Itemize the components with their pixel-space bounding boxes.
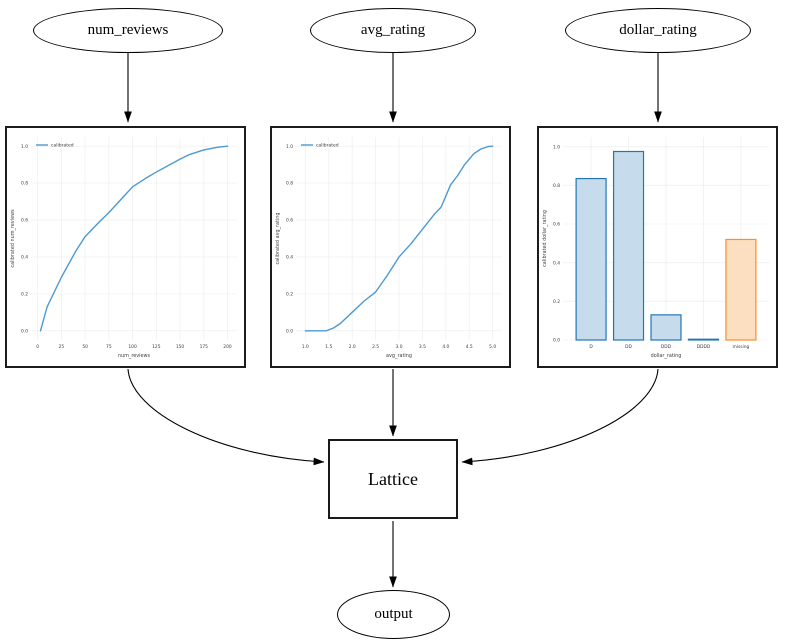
svg-text:2.5: 2.5 bbox=[372, 344, 379, 350]
svg-text:DDDD: DDDD bbox=[697, 344, 711, 350]
svg-text:dollar_rating: dollar_rating bbox=[651, 353, 682, 359]
svg-text:0.6: 0.6 bbox=[553, 222, 560, 228]
svg-text:0.2: 0.2 bbox=[286, 291, 293, 297]
node-lattice-label: Lattice bbox=[368, 468, 418, 489]
svg-text:num_reviews: num_reviews bbox=[118, 353, 151, 359]
svg-text:0.2: 0.2 bbox=[553, 299, 560, 305]
plot-axes: 1.0 1.5 2.0 2.5 3.0 3.5 4.0 4.5 5.0 0.0 0.2 0.4 0.6 0… bbox=[275, 144, 496, 359]
bar-D bbox=[575, 177, 607, 341]
svg-text:1.0: 1.0 bbox=[553, 144, 560, 150]
svg-text:1.0: 1.0 bbox=[21, 144, 28, 150]
svg-text:0: 0 bbox=[36, 344, 39, 350]
plot-grid bbox=[296, 137, 502, 340]
node-lattice: Lattice bbox=[328, 439, 458, 519]
svg-text:0.8: 0.8 bbox=[21, 181, 28, 187]
svg-text:calibrated dollar_rating: calibrated dollar_rating bbox=[542, 210, 548, 267]
calibration-chart-num-reviews: 0 25 50 75 100 125 150 175 200 0.0 0.2 0.4 0.6 0.8 1.0… bbox=[5, 126, 246, 368]
plot-series bbox=[39, 145, 229, 332]
svg-text:0.0: 0.0 bbox=[286, 328, 293, 334]
node-num-reviews-label: num_reviews bbox=[87, 22, 169, 38]
plot-series bbox=[575, 150, 757, 341]
svg-text:3.0: 3.0 bbox=[396, 344, 403, 350]
svg-text:0.0: 0.0 bbox=[553, 338, 560, 344]
bar-DDDD bbox=[687, 338, 720, 341]
svg-text:0.4: 0.4 bbox=[553, 260, 560, 266]
svg-text:0.0: 0.0 bbox=[21, 328, 28, 334]
node-avg-rating: avg_rating bbox=[310, 8, 476, 53]
svg-text:4.5: 4.5 bbox=[466, 344, 473, 350]
svg-text:4.0: 4.0 bbox=[442, 344, 449, 350]
svg-text:0.6: 0.6 bbox=[21, 218, 28, 224]
edge-dollar_rating_calibrator-to-lattice bbox=[461, 368, 659, 466]
plot-legend: calibrated bbox=[301, 143, 339, 149]
svg-text:missing: missing bbox=[732, 344, 749, 350]
svg-text:25: 25 bbox=[59, 344, 65, 350]
svg-text:100: 100 bbox=[128, 344, 137, 350]
node-output-label: output bbox=[374, 606, 413, 622]
svg-text:D: D bbox=[589, 344, 593, 350]
svg-text:calibrated: calibrated bbox=[316, 143, 339, 149]
node-output: output bbox=[337, 590, 450, 639]
svg-text:calibrated num_reviews: calibrated num_reviews bbox=[10, 209, 16, 268]
svg-text:0.8: 0.8 bbox=[553, 183, 560, 189]
svg-text:0.8: 0.8 bbox=[286, 181, 293, 187]
node-dollar-rating-label: dollar_rating bbox=[619, 22, 697, 38]
svg-text:DD: DD bbox=[625, 344, 632, 350]
bar-DD bbox=[612, 150, 645, 341]
calibration-chart-avg-rating: 1.0 1.5 2.0 2.5 3.0 3.5 4.0 4.5 5.0 0.0 0.2 0.4 0.6 0… bbox=[270, 126, 511, 368]
svg-text:75: 75 bbox=[106, 344, 112, 350]
svg-text:calibrated: calibrated bbox=[51, 143, 74, 149]
svg-text:0.4: 0.4 bbox=[286, 255, 293, 261]
svg-text:125: 125 bbox=[152, 344, 161, 350]
svg-text:150: 150 bbox=[176, 344, 185, 350]
svg-text:3.5: 3.5 bbox=[419, 344, 426, 350]
bar-DDD bbox=[650, 314, 682, 341]
plot-legend: calibrated bbox=[36, 143, 74, 149]
svg-text:1.0: 1.0 bbox=[286, 144, 293, 150]
bar-missing bbox=[725, 238, 757, 341]
svg-text:200: 200 bbox=[223, 344, 232, 350]
node-num-reviews: num_reviews bbox=[33, 8, 223, 53]
svg-text:2.0: 2.0 bbox=[349, 344, 356, 350]
calibration-curve bbox=[304, 145, 494, 332]
avg-rating-calibration-plot: 1.0 1.5 2.0 2.5 3.0 3.5 4.0 4.5 5.0 0.0 0.2 0.4 0.6 0… bbox=[275, 137, 502, 359]
edge-num_reviews_calibrator-to-lattice bbox=[127, 368, 325, 466]
svg-text:5.0: 5.0 bbox=[489, 344, 496, 350]
svg-text:0.2: 0.2 bbox=[21, 291, 28, 297]
node-avg-rating-label: avg_rating bbox=[360, 22, 426, 38]
svg-text:calibrated avg_rating: calibrated avg_rating bbox=[275, 212, 281, 264]
svg-text:50: 50 bbox=[82, 344, 88, 350]
svg-text:1.0: 1.0 bbox=[302, 344, 309, 350]
svg-text:avg_rating: avg_rating bbox=[386, 353, 412, 359]
plot-grid bbox=[31, 137, 237, 340]
svg-text:0.4: 0.4 bbox=[21, 255, 28, 261]
calibration-curve bbox=[39, 145, 229, 332]
svg-text:175: 175 bbox=[200, 344, 209, 350]
node-dollar-rating: dollar_rating bbox=[565, 8, 751, 53]
plot-series bbox=[304, 145, 494, 332]
svg-text:1.5: 1.5 bbox=[325, 344, 332, 350]
svg-text:0.6: 0.6 bbox=[286, 218, 293, 224]
svg-text:DDD: DDD bbox=[661, 344, 672, 350]
num-reviews-calibration-plot: 0 25 50 75 100 125 150 175 200 0.0 0.2 0.4 0.6 0.8 1.0… bbox=[10, 137, 237, 359]
plot-axes: 0 25 50 75 100 125 150 175 200 0.0 0.2 0.4 0.6 0.8 1.0… bbox=[10, 144, 232, 359]
